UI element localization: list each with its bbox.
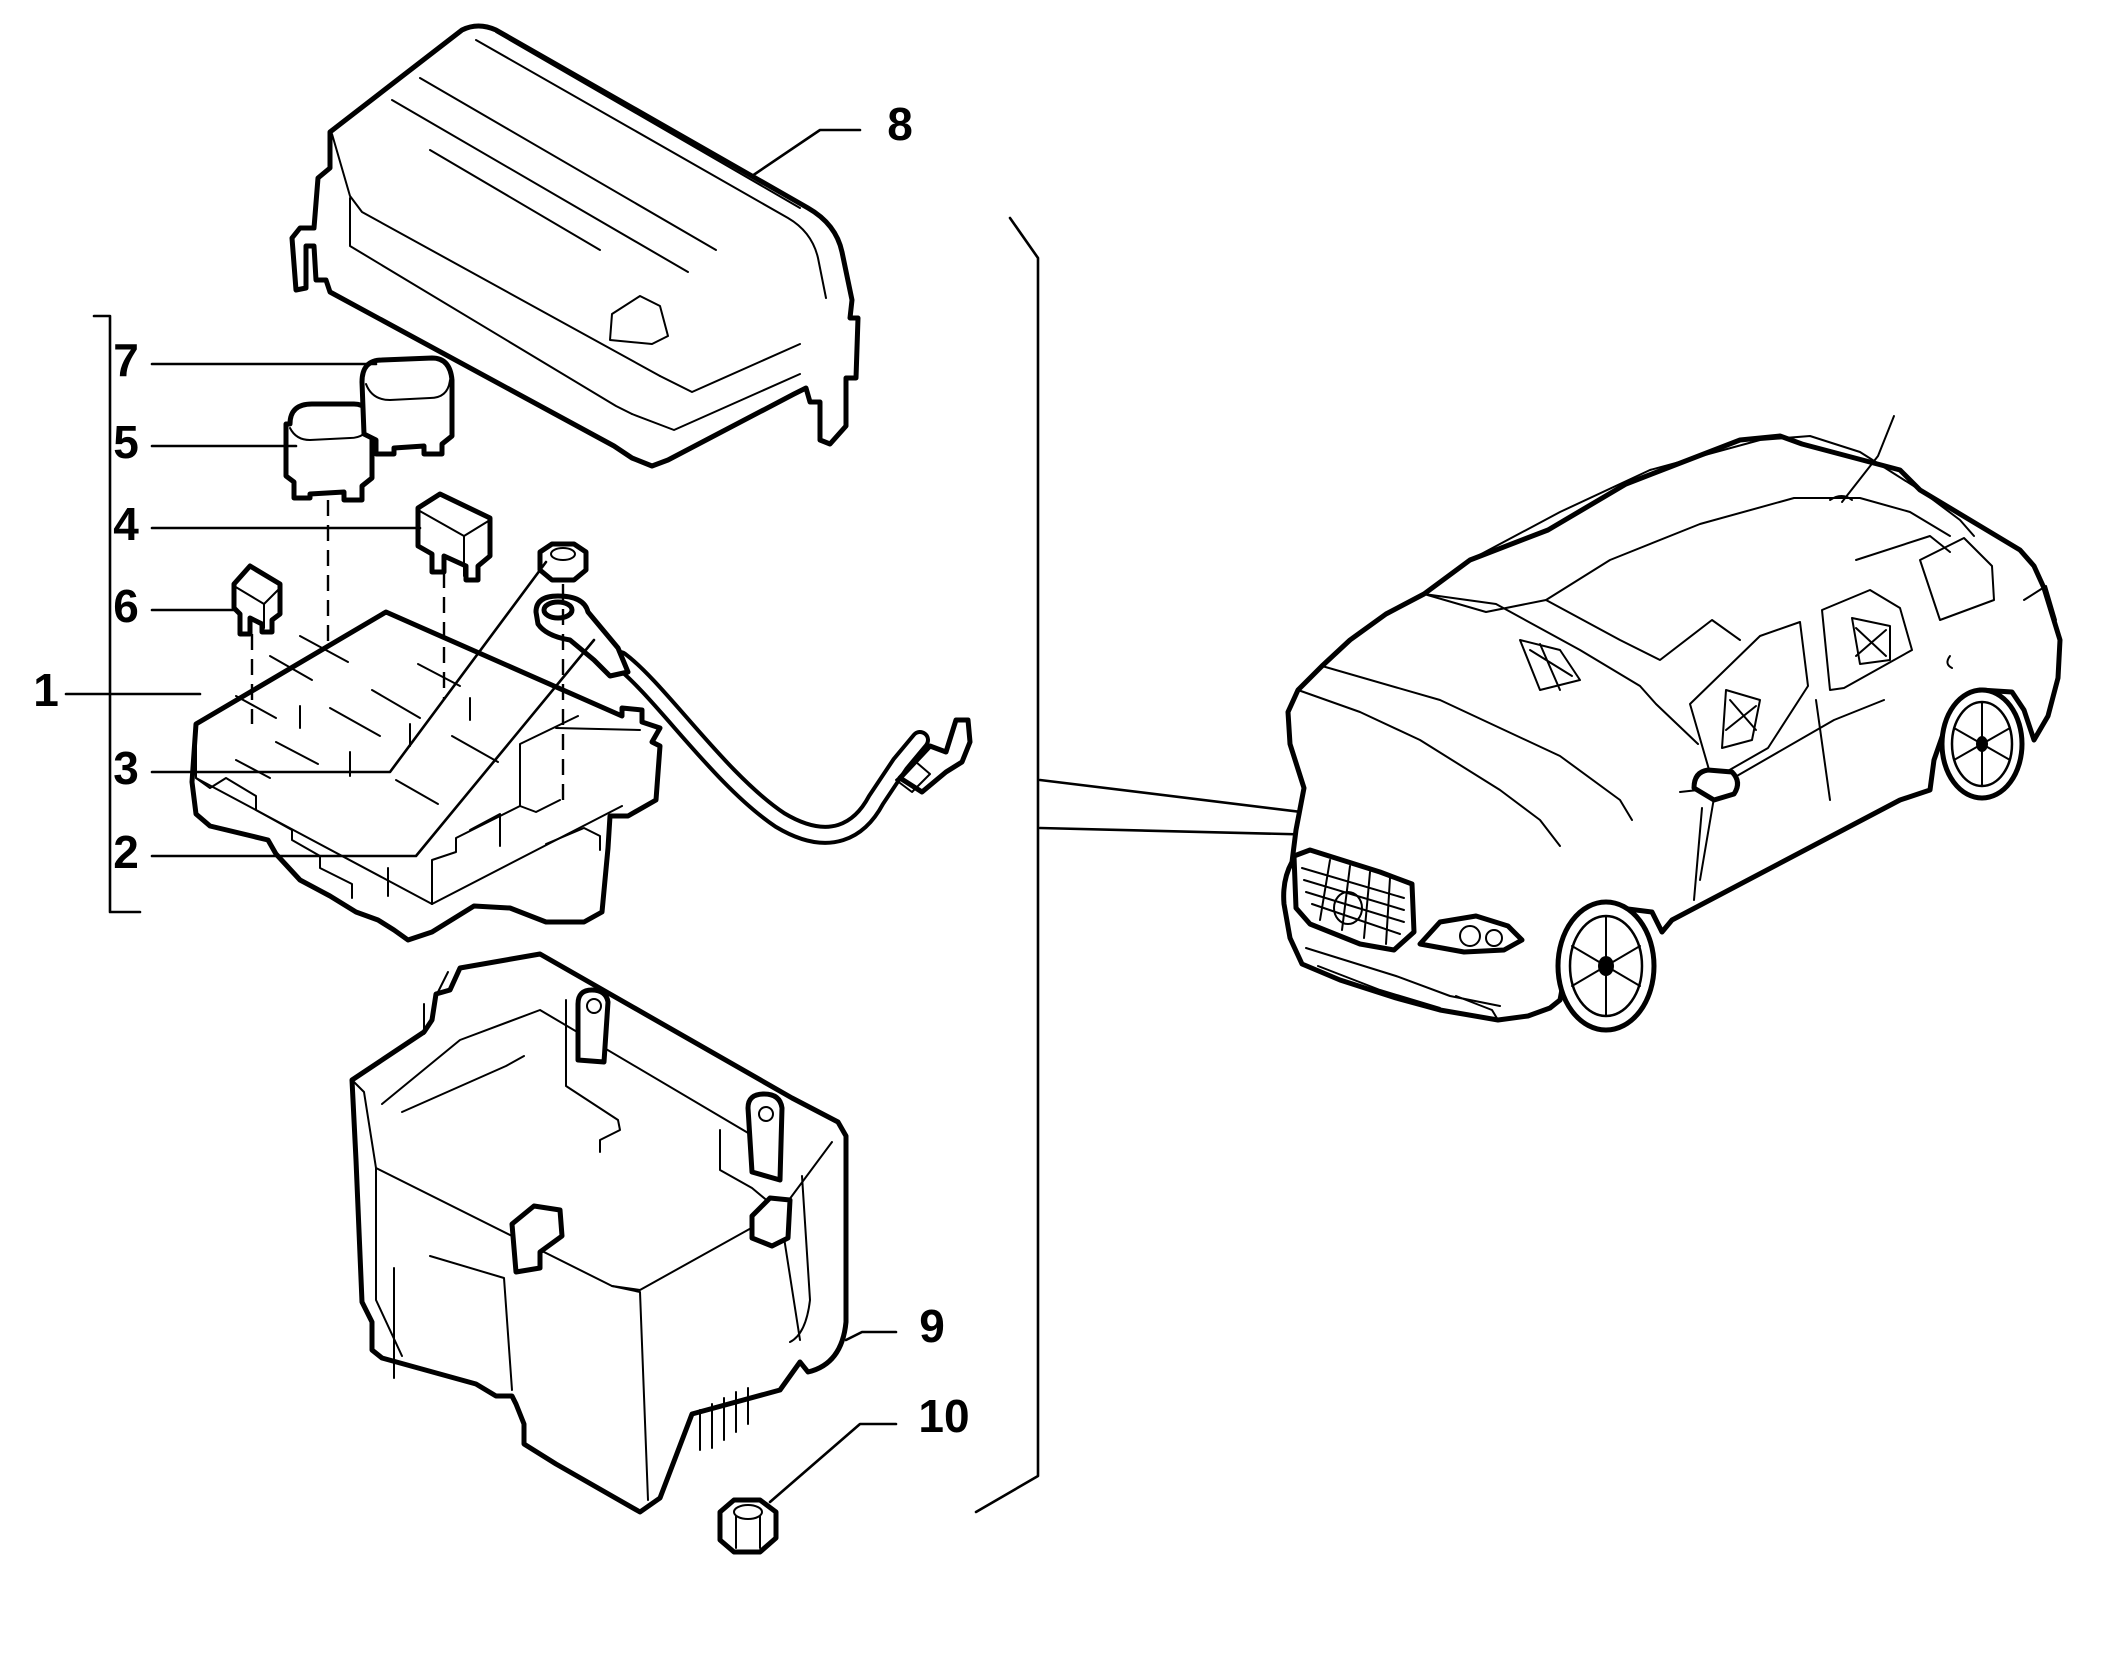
ground-cable: [533, 593, 973, 845]
callout-10: 10: [918, 1390, 969, 1442]
callout-4: 4: [113, 498, 139, 550]
front-wheel: [1555, 899, 1657, 1033]
callout-1: 1: [33, 664, 59, 716]
leader-lines: [64, 128, 898, 1504]
relay-large: [283, 401, 375, 503]
callout-8: 8: [887, 98, 913, 150]
callout-2: 2: [113, 826, 139, 878]
callout-3: 3: [113, 742, 139, 794]
maxi-fuse: [415, 491, 493, 583]
battery-tray: [349, 951, 849, 1515]
callout-labels: 1 2 3 4 5 6 7 8 9 10: [33, 98, 969, 1442]
callout-6: 6: [113, 580, 139, 632]
callout-9: 9: [919, 1300, 945, 1352]
assembly-lines: [250, 500, 565, 808]
nut-small: [537, 541, 589, 583]
fuse-box-cover: [289, 23, 861, 469]
fuse-box: [189, 609, 663, 943]
callout-5: 5: [113, 416, 139, 468]
relay-small: [359, 355, 455, 457]
rear-wheel: [1939, 687, 2025, 801]
callout-7: 7: [113, 334, 139, 386]
mini-fuse: [231, 563, 283, 637]
car-illustration: [1281, 415, 2063, 1033]
nut-large: [717, 1497, 779, 1555]
